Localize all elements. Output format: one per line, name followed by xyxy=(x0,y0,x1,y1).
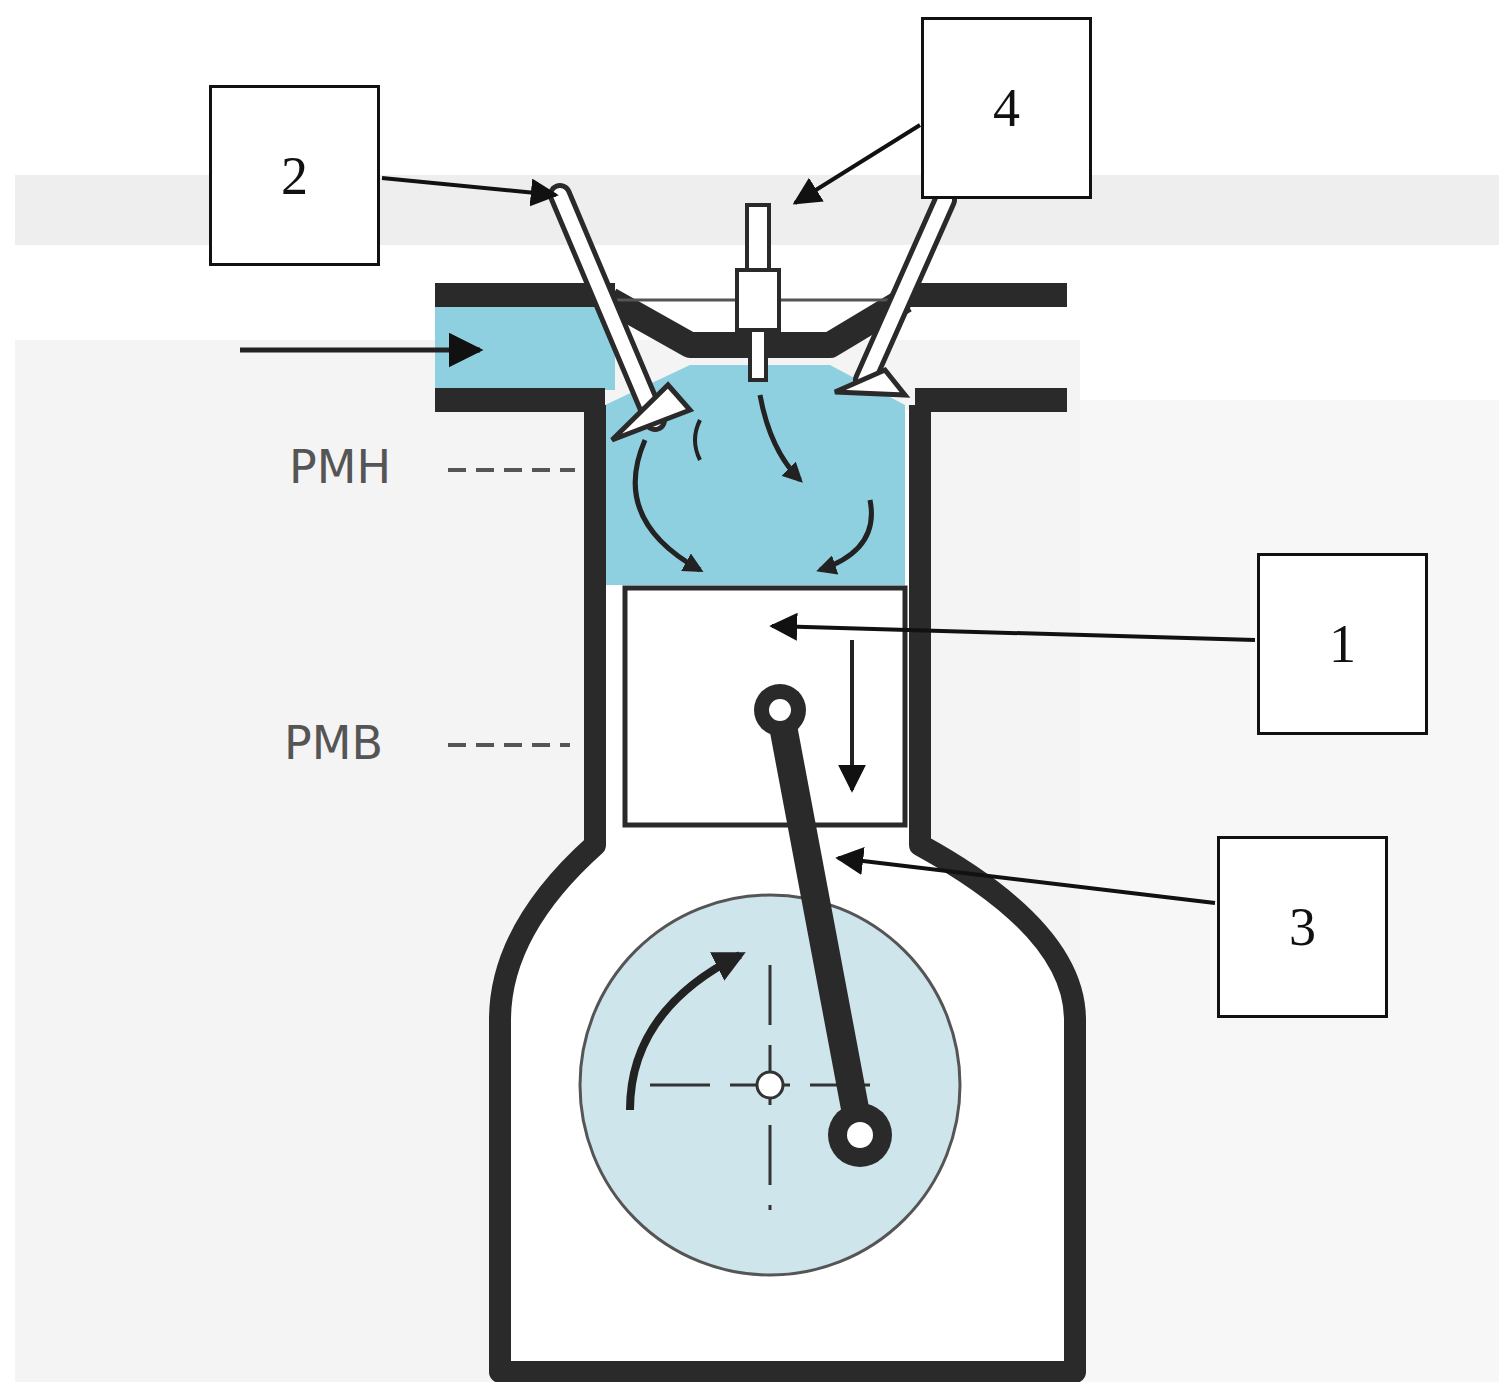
callout-number: 1 xyxy=(1329,613,1356,675)
position-label: PMB xyxy=(280,716,387,770)
callout-box: 4 xyxy=(921,17,1092,199)
callout-box: 2 xyxy=(209,85,380,266)
callout-number: 4 xyxy=(993,77,1020,139)
callout-box: 1 xyxy=(1257,553,1428,735)
callout-box: 3 xyxy=(1217,836,1388,1018)
callout-number: 2 xyxy=(281,145,308,207)
callout-number: 3 xyxy=(1289,896,1316,958)
position-label: PMH xyxy=(285,440,395,494)
